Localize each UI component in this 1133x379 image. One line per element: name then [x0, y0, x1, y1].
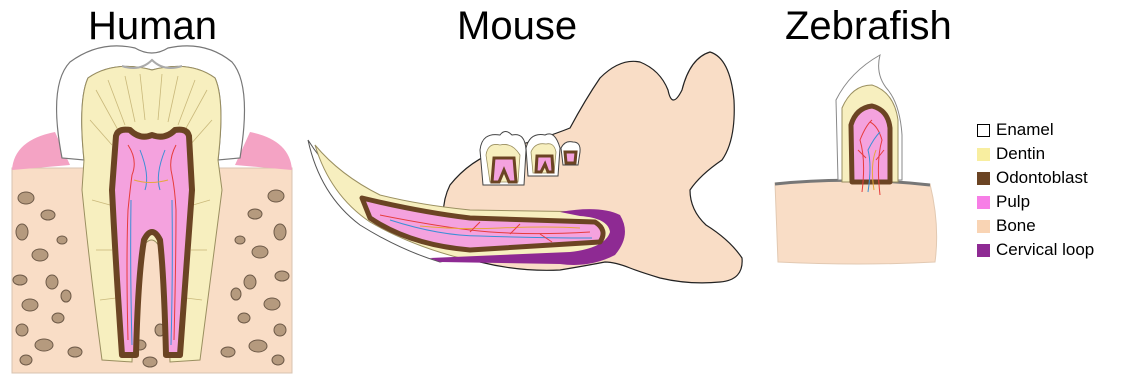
legend-label-cervical-loop: Cervical loop [996, 240, 1094, 260]
legend-item-bone: Bone [977, 214, 1094, 238]
zebrafish-bone [775, 181, 937, 264]
legend: Enamel Dentin Odontoblast Pulp Bone Cerv… [977, 118, 1094, 262]
zebrafish-tooth [775, 55, 937, 264]
legend-label-pulp: Pulp [996, 192, 1030, 212]
legend-item-odontoblast: Odontoblast [977, 166, 1094, 190]
legend-label-enamel: Enamel [996, 120, 1054, 140]
legend-swatch-cervical-loop [977, 244, 990, 257]
legend-item-dentin: Dentin [977, 142, 1094, 166]
legend-swatch-dentin [977, 148, 990, 161]
legend-label-bone: Bone [996, 216, 1036, 236]
legend-label-odontoblast: Odontoblast [996, 168, 1088, 188]
legend-label-dentin: Dentin [996, 144, 1045, 164]
legend-item-enamel: Enamel [977, 118, 1094, 142]
legend-item-cervical-loop: Cervical loop [977, 238, 1094, 262]
zebrafish-pulp [851, 106, 890, 182]
legend-item-pulp: Pulp [977, 190, 1094, 214]
legend-swatch-enamel [977, 124, 990, 137]
mouse-jaw [308, 52, 742, 283]
legend-swatch-bone [977, 220, 990, 233]
human-gum-right [235, 132, 292, 170]
human-tooth [12, 46, 292, 373]
legend-swatch-odontoblast [977, 172, 990, 185]
legend-swatch-pulp [977, 196, 990, 209]
